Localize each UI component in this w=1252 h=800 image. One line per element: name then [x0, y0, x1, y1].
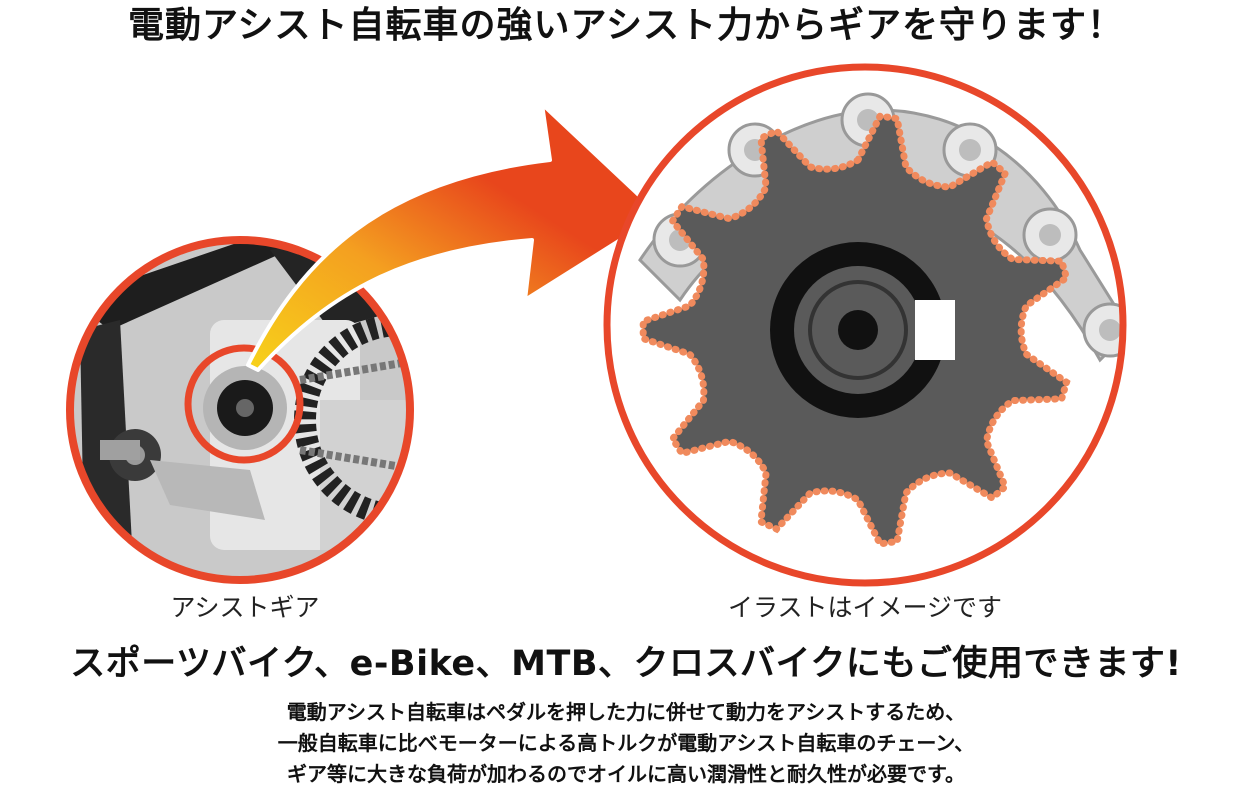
compatibility-tagline: スポーツバイク、e-Bike、MTB、クロスバイクにもご使用できます! — [70, 644, 1182, 684]
transition-arrow — [246, 102, 662, 372]
headline: 電動アシスト自転車の強いアシスト力からギアを守ります！ — [127, 5, 1125, 46]
description-line: 一般自転車に比べモーターによる高トルクが電動アシスト自転車のチェーン、 — [277, 731, 975, 755]
description-line: ギア等に大きな負荷が加わるのでオイルに高い潤滑性と耐久性が必要です。 — [287, 762, 965, 786]
caption-illustration-note: イラストはイメージです — [727, 593, 1002, 622]
description: 電動アシスト自転車はペダルを押した力に併せて動力をアシストするため、 一般自転車… — [150, 697, 1102, 790]
description-line: 電動アシスト自転車はペダルを押した力に併せて動力をアシストするため、 — [286, 700, 966, 724]
gear-illustration — [603, 63, 1127, 587]
assist-gear-photo — [66, 236, 414, 584]
caption-assist-gear: アシストギア — [170, 593, 320, 622]
